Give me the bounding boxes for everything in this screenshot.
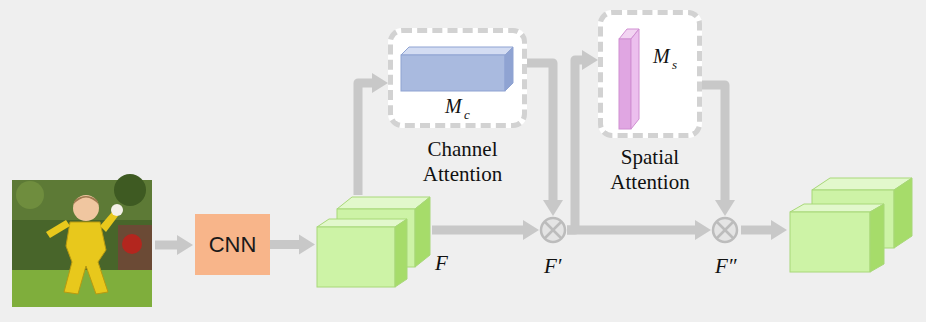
multiply-node: F′ bbox=[539, 216, 567, 244]
multiply-cross bbox=[545, 222, 561, 238]
output-arrow bbox=[741, 220, 787, 240]
feature-label: F bbox=[435, 251, 448, 276]
box-label: CNN bbox=[209, 232, 257, 258]
arrow-head bbox=[177, 235, 193, 255]
cuboid-side bbox=[415, 197, 430, 267]
photo-child-hand bbox=[111, 204, 123, 216]
photo-bush bbox=[114, 174, 146, 206]
cuboid-top bbox=[317, 219, 407, 227]
cuboid-side bbox=[395, 219, 407, 287]
connector-arrow bbox=[527, 63, 563, 216]
cube-top bbox=[790, 204, 884, 212]
module-caption: Channel Attention bbox=[411, 137, 515, 187]
cuboid-top bbox=[401, 47, 513, 55]
connector-line bbox=[567, 60, 584, 230]
cuboid-side bbox=[631, 29, 639, 129]
cube-side bbox=[870, 204, 884, 272]
input-arrow bbox=[155, 235, 193, 255]
multiply-cross bbox=[717, 222, 733, 238]
multiply-node: F″ bbox=[711, 216, 739, 244]
connector-arrow bbox=[567, 220, 711, 240]
connector-line bbox=[567, 226, 697, 235]
node-shape bbox=[603, 15, 697, 133]
arrow-head bbox=[372, 73, 388, 93]
photo-glove bbox=[122, 234, 142, 254]
photo-child-suit bbox=[64, 222, 108, 294]
cuboid-front bbox=[317, 227, 395, 287]
attention-module: MsSpatial Attention bbox=[598, 10, 702, 138]
photo-child-head bbox=[73, 195, 99, 221]
cube-front bbox=[790, 212, 870, 272]
arrow-head bbox=[543, 200, 563, 216]
multiply-circle bbox=[713, 218, 737, 242]
node-shape bbox=[315, 195, 432, 290]
process-box: CNN bbox=[195, 214, 270, 275]
node-shape bbox=[539, 216, 567, 244]
cube-side bbox=[894, 178, 912, 248]
feature-label: F′ bbox=[544, 254, 561, 279]
cuboid-front bbox=[619, 39, 631, 129]
photo-bush bbox=[16, 181, 44, 209]
output-feature-cubes bbox=[790, 178, 912, 272]
map-symbol: M bbox=[653, 45, 670, 68]
connector-line bbox=[358, 83, 374, 195]
feature-label: F″ bbox=[715, 254, 737, 279]
arrow-head bbox=[299, 235, 315, 255]
photo-background-figure bbox=[118, 225, 152, 270]
map-subscript: s bbox=[672, 57, 677, 73]
connector-arrow bbox=[702, 85, 735, 216]
photo-child-arm bbox=[46, 220, 70, 238]
arrow-head bbox=[771, 220, 787, 240]
arrow-shaft bbox=[741, 226, 772, 235]
arrow-head bbox=[523, 220, 539, 240]
node-shape bbox=[711, 216, 739, 244]
feature-map: F bbox=[315, 195, 432, 290]
multiply-cross bbox=[545, 222, 561, 238]
arrow-head bbox=[695, 220, 711, 240]
connector-line bbox=[702, 85, 725, 202]
photo-child-hair bbox=[73, 196, 99, 205]
multiply-circle bbox=[541, 218, 565, 242]
connector-line bbox=[527, 63, 553, 202]
arrow-head bbox=[715, 200, 735, 216]
connector-line bbox=[270, 240, 301, 249]
connector-arrow bbox=[567, 50, 598, 230]
connector-arrow bbox=[358, 73, 388, 195]
cuboid-top bbox=[337, 197, 430, 209]
connector-line bbox=[432, 226, 525, 235]
input-photo bbox=[12, 174, 152, 307]
module-caption: Spatial Attention bbox=[600, 145, 700, 195]
map-symbol: M bbox=[445, 95, 462, 118]
arrow-shaft bbox=[155, 241, 178, 250]
cuboid-front bbox=[401, 55, 505, 91]
connector-arrow bbox=[432, 220, 539, 240]
cuboid-side bbox=[505, 47, 513, 91]
connector-arrow bbox=[270, 235, 315, 255]
multiply-cross bbox=[717, 222, 733, 238]
attention-module: McChannel Attention bbox=[388, 28, 527, 128]
arrow-head bbox=[582, 50, 598, 70]
map-subscript: c bbox=[464, 107, 470, 123]
